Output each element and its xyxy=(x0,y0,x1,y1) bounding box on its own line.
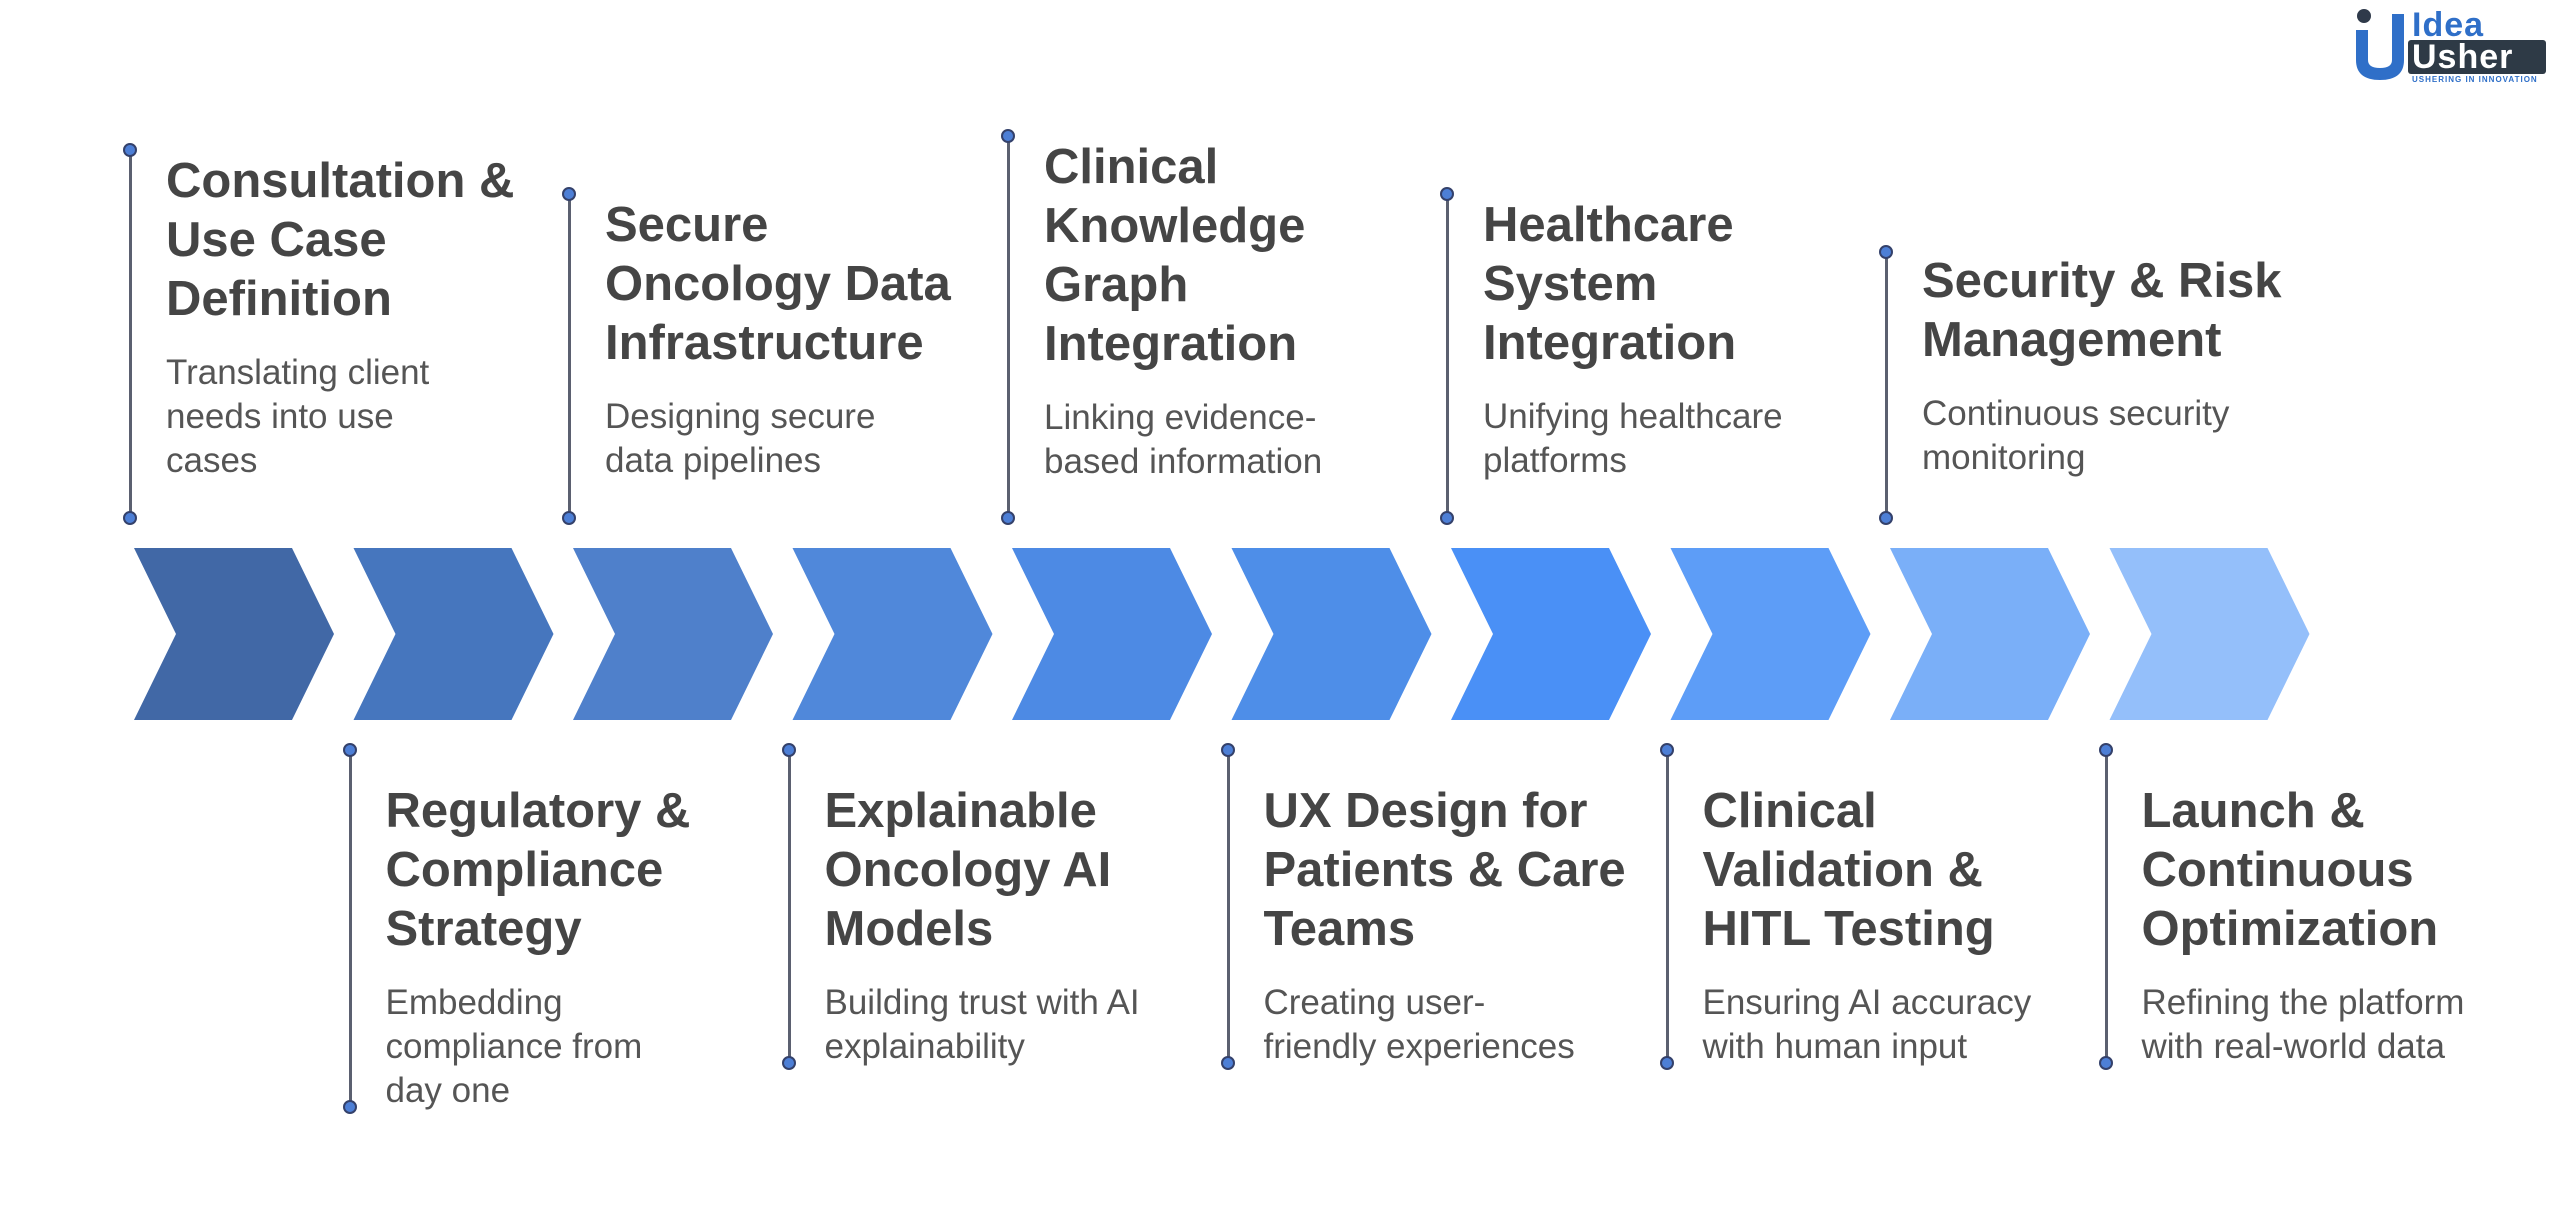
step-title: Clinical Knowledge Graph Integration xyxy=(1044,140,1306,371)
step-dot-start xyxy=(1440,187,1454,201)
step-dot-end xyxy=(1440,511,1454,525)
logo-text-usher: Usher xyxy=(2412,38,2514,76)
chevron-7 xyxy=(1451,548,1651,720)
chevron-2 xyxy=(353,548,554,720)
step-description: Unifying healthcare platforms xyxy=(1483,397,1783,480)
step-dot-end xyxy=(342,1100,357,1114)
step-dot-start xyxy=(1220,743,1235,757)
step-dot-end xyxy=(2098,1056,2113,1070)
chevron-6 xyxy=(1231,548,1432,720)
step-dot-start xyxy=(2098,743,2113,757)
logo-tagline: USHERING IN INNOVATION xyxy=(2412,75,2538,84)
step-dot-end xyxy=(1220,1056,1235,1070)
logo-text-box xyxy=(2408,40,2546,74)
step-title: UX Design for Patients & Care Teams xyxy=(1263,784,1626,956)
brand-logo: Idea Usher USHERING IN INNOVATION xyxy=(2350,4,2550,86)
logo-text-idea: Idea xyxy=(2412,6,2485,44)
step-connector-line xyxy=(1665,750,1669,1063)
step-description: Ensuring AI accuracy with human input xyxy=(1702,983,2032,1066)
chevron-1 xyxy=(134,548,334,720)
step-description: Designing secure data pipelines xyxy=(605,397,876,480)
step-dot-start xyxy=(781,743,796,757)
step-connector-line xyxy=(568,194,571,518)
chevron-8 xyxy=(1670,548,1871,720)
chevron-4 xyxy=(792,548,993,720)
step-dot-start xyxy=(342,743,357,757)
step-dot-start xyxy=(1659,743,1674,757)
step-dot-end xyxy=(1659,1056,1674,1070)
chevron-9 xyxy=(1890,548,2090,720)
chevron-3 xyxy=(573,548,773,720)
step-connector-line xyxy=(348,750,352,1107)
step-dot-end xyxy=(123,511,137,525)
step-dot-start xyxy=(562,187,576,201)
step-connector-line xyxy=(1007,136,1010,518)
step-title: Regulatory & Compliance Strategy xyxy=(385,784,691,956)
step-dot-end xyxy=(1001,511,1015,525)
step-dot-end xyxy=(781,1056,796,1070)
step-title: Security & Risk Management xyxy=(1922,254,2282,367)
step-title: Healthcare System Integration xyxy=(1483,198,1737,370)
step-description: Translating client needs into use cases xyxy=(166,353,430,480)
step-title: Explainable Oncology AI Models xyxy=(824,784,1112,956)
step-title: Secure Oncology Data Infrastructure xyxy=(605,198,951,370)
step-dot-end xyxy=(562,511,576,525)
step-connector-line xyxy=(1885,252,1888,518)
step-connector-line xyxy=(129,150,132,518)
step-description: Refining the platform with real-world da… xyxy=(2141,983,2465,1066)
chevron-10 xyxy=(2109,548,2310,720)
step-dot-end xyxy=(1879,511,1893,525)
step-description: Creating user- friendly experiences xyxy=(1263,983,1575,1066)
chevron-5 xyxy=(1012,548,1212,720)
step-title: Launch & Continuous Optimization xyxy=(2141,784,2439,956)
step-connector-line xyxy=(1446,194,1449,518)
step-description: Embedding compliance from day one xyxy=(385,983,643,1110)
step-title: Clinical Validation & HITL Testing xyxy=(1702,784,1995,956)
step-dot-start xyxy=(1879,245,1893,259)
step-title: Consultation & Use Case Definition xyxy=(166,154,515,326)
step-description: Linking evidence- based information xyxy=(1044,398,1323,481)
step-description: Building trust with AI explainability xyxy=(824,983,1140,1066)
step-connector-line xyxy=(1226,750,1230,1063)
step-connector-line xyxy=(2104,750,2108,1063)
step-description: Continuous security monitoring xyxy=(1922,394,2230,477)
step-connector-line xyxy=(787,750,791,1063)
step-dot-start xyxy=(1001,129,1015,143)
step-dot-start xyxy=(123,143,137,157)
idea-usher-logo-icon xyxy=(2356,9,2404,80)
